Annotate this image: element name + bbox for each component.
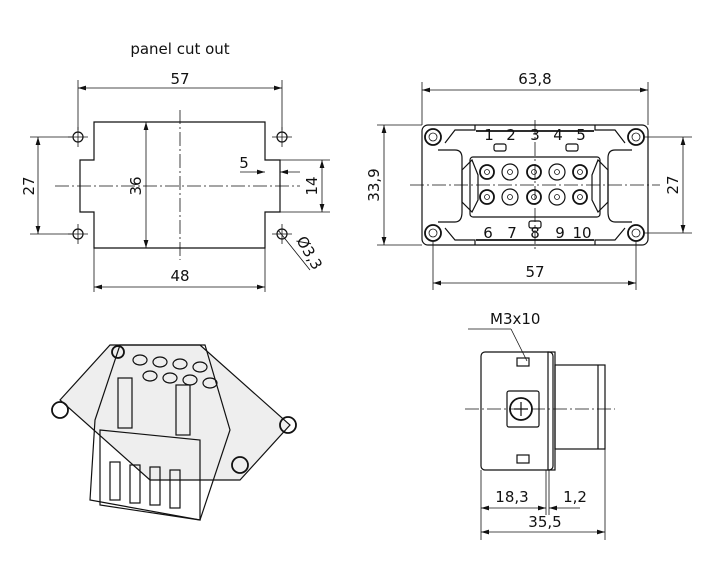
isometric-pins	[132, 354, 218, 389]
front-view: 1 2 3 4 5 6 7 8 9 10 63,8 33,9 27 57	[365, 70, 692, 290]
dim-hole: Ø3,3	[293, 233, 326, 273]
svg-text:1: 1	[484, 126, 494, 144]
side-view: M3x10 18,3 1,2 35,5	[465, 310, 615, 540]
dim-5: 5	[239, 154, 249, 172]
svg-text:3: 3	[530, 126, 540, 144]
panel-cutout-view: panel cut out 57 27 36 5 14	[20, 40, 330, 292]
isometric-view	[51, 344, 297, 521]
dim-48: 48	[170, 267, 189, 285]
dim-33-9: 33,9	[365, 168, 383, 201]
contact-pins	[479, 143, 588, 229]
dim-1-2: 1,2	[563, 488, 587, 506]
dim-14: 14	[303, 176, 321, 195]
dim-57: 57	[170, 70, 189, 88]
svg-text:6: 6	[483, 224, 493, 242]
panel-cutout-title: panel cut out	[130, 40, 229, 58]
label-m3x10: M3x10	[490, 310, 540, 328]
svg-text:9: 9	[555, 224, 565, 242]
dim-18-3: 18,3	[495, 488, 528, 506]
dim-35-5: 35,5	[528, 513, 561, 531]
svg-text:2: 2	[506, 126, 516, 144]
dim-63-8: 63,8	[518, 70, 551, 88]
svg-text:4: 4	[553, 126, 563, 144]
isometric-slots	[109, 461, 181, 509]
isometric-screws	[51, 345, 297, 474]
svg-text:5: 5	[576, 126, 586, 144]
dim-57-front: 57	[525, 263, 544, 281]
svg-text:10: 10	[572, 224, 591, 242]
dim-27: 27	[20, 176, 38, 195]
dim-27-front: 27	[664, 175, 682, 194]
svg-text:7: 7	[507, 224, 517, 242]
dim-36: 36	[127, 176, 145, 195]
mount-holes	[68, 127, 292, 244]
